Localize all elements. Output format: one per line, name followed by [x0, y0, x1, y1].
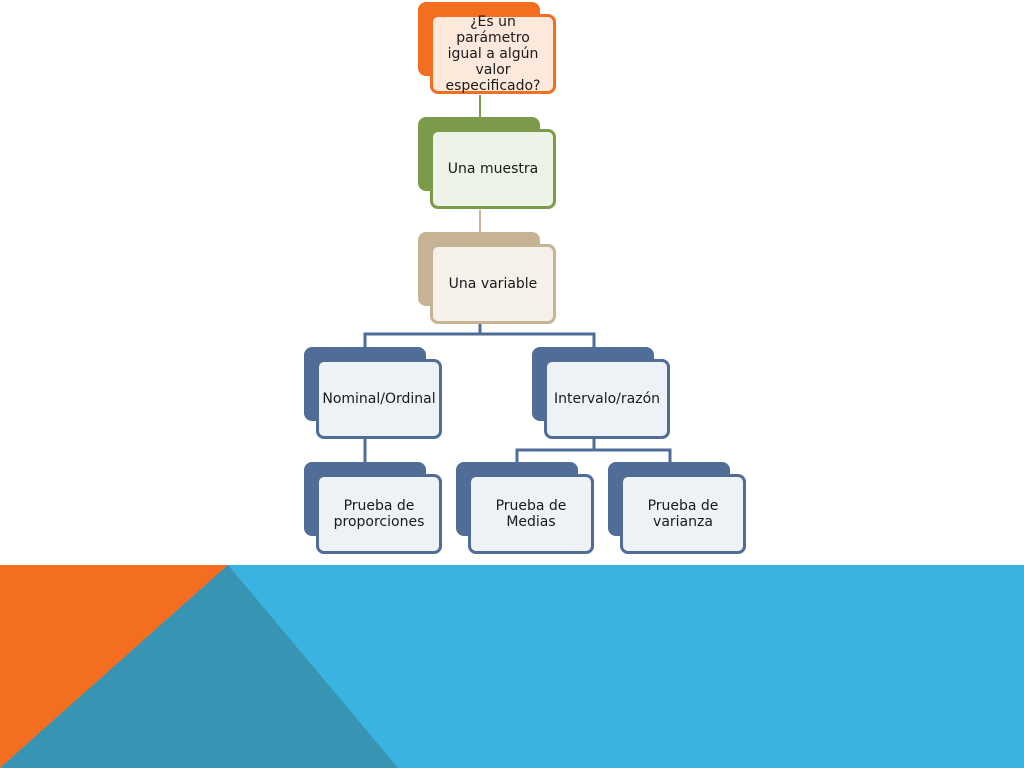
node-una-variable: Una variable	[418, 232, 556, 324]
node-root-label: ¿Es un parámetro igual a algún valor esp…	[430, 14, 556, 94]
flowchart: ¿Es un parámetro igual a algún valor esp…	[304, 2, 746, 554]
connector-intervalo-varianza	[594, 448, 672, 462]
node-prueba-proporciones-label: Prueba de proporciones	[316, 474, 442, 554]
node-una-variable-label: Una variable	[430, 244, 556, 324]
connector-intervalo-split	[515, 438, 596, 462]
node-prueba-varianza-label: Prueba de varianza	[620, 474, 746, 554]
node-prueba-proporciones: Prueba de proporciones	[304, 462, 442, 554]
connector-lines	[363, 95, 672, 462]
connector-variable-split	[363, 323, 482, 348]
connector-variable-intervalo	[480, 332, 596, 348]
node-nominal-ordinal-label: Nominal/Ordinal	[316, 359, 442, 439]
node-una-muestra-label: Una muestra	[430, 129, 556, 209]
node-root: ¿Es un parámetro igual a algún valor esp…	[418, 2, 556, 94]
node-nominal-ordinal: Nominal/Ordinal	[304, 347, 442, 439]
footer-decoration	[0, 565, 1024, 768]
footer-teal-triangle	[0, 565, 398, 768]
node-una-muestra: Una muestra	[418, 117, 556, 209]
node-prueba-medias: Prueba de Medias	[456, 462, 594, 554]
node-intervalo-razon-label: Intervalo/razón	[544, 359, 670, 439]
node-prueba-varianza: Prueba de varianza	[608, 462, 746, 554]
node-intervalo-razon: Intervalo/razón	[532, 347, 670, 439]
node-prueba-medias-label: Prueba de Medias	[468, 474, 594, 554]
